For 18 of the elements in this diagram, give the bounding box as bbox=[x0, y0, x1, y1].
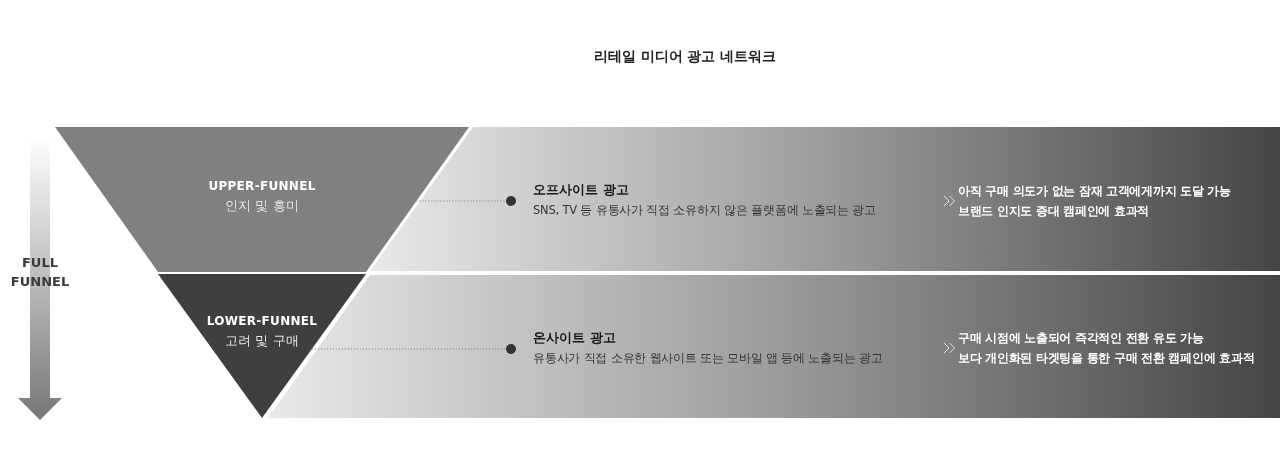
diagram-title: 리테일 미디어 광고 네트워크 bbox=[593, 47, 777, 65]
gradient-band bbox=[370, 127, 1280, 271]
benefit-text: 브랜드 인지도 증대 캠페인에 효과적 bbox=[958, 203, 1149, 220]
funnel-label: FULL FUNNEL bbox=[10, 254, 70, 291]
funnel-section bbox=[158, 274, 366, 418]
leader-line bbox=[311, 344, 516, 354]
leader-line bbox=[415, 196, 516, 206]
stage-title: LOWER-FUNNEL bbox=[206, 313, 318, 329]
stage-subtitle: 인지 및 흥미 bbox=[225, 197, 299, 215]
ad-type-heading: 온사이트 광고 bbox=[533, 329, 616, 347]
benefit-text: 구매 시점에 노출되어 즉각적인 전환 유도 가능 bbox=[958, 330, 1204, 347]
benefit-text: 보다 개인화된 타겟팅을 통한 구매 전환 캠페인에 효과적 bbox=[958, 350, 1255, 367]
ad-type-heading: 오프사이트 광고 bbox=[533, 181, 629, 199]
stage-title: UPPER-FUNNEL bbox=[208, 178, 316, 194]
benefit-text: 아직 구매 의도가 없는 잠재 고객에게까지 도달 가능 bbox=[958, 183, 1231, 200]
stage-subtitle: 고려 및 구매 bbox=[225, 332, 299, 350]
ad-type-description: 유통사가 직접 소유한 웹사이트 또는 모바일 앱 등에 노출되는 광고 bbox=[533, 350, 883, 367]
ad-type-description: SNS, TV 등 유통사가 직접 소유하지 않은 플랫폼에 노출되는 광고 bbox=[533, 202, 877, 219]
